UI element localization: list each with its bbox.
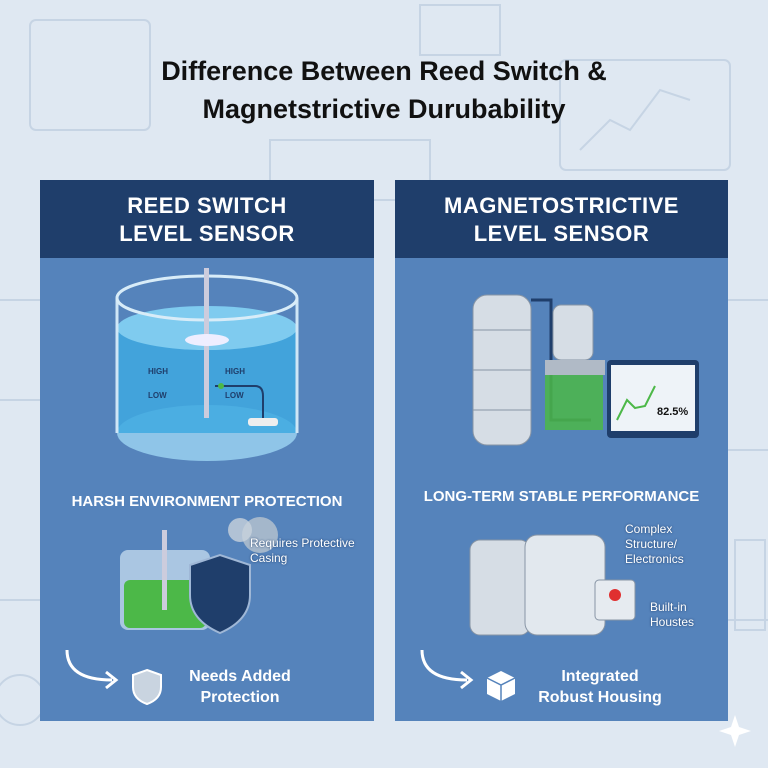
- complex-structure-callout: Complex Structure/ Electronics: [625, 522, 684, 566]
- curved-arrow-icon: [420, 649, 474, 690]
- integrated-housing-diagram: [469, 534, 636, 636]
- footer-line-1: Needs Added: [189, 668, 291, 685]
- low-label-left: LOW: [148, 391, 167, 400]
- reed-switch-header: REED SWITCH LEVEL SENSOR: [40, 180, 374, 258]
- page-title: Difference Between Reed Switch & Magnets…: [0, 52, 768, 128]
- industrial-tank-system-diagram: 82.5%: [472, 294, 699, 446]
- protective-casing-diagram: [120, 517, 278, 635]
- footer-text: Needs Added Protection: [180, 666, 300, 708]
- high-label-right: HIGH: [225, 367, 245, 376]
- footer-line-2: Protection: [200, 689, 280, 706]
- high-label-left: HIGH: [148, 367, 168, 376]
- header-line-2: LEVEL SENSOR: [119, 221, 295, 246]
- monitor-reading: 82.5%: [657, 406, 688, 418]
- magnetostrictive-panel: MAGNETOSTRICTIVE LEVEL SENSOR 82.5% LONG…: [395, 180, 728, 721]
- title-line-2: Magnetstrictive Durubability: [202, 94, 566, 124]
- shield-icon: [132, 668, 162, 706]
- low-label-right: LOW: [225, 391, 244, 400]
- curved-arrow-icon: [65, 649, 119, 690]
- header-line-1: MAGNETOSTRICTIVE: [444, 193, 679, 218]
- footer-line-1: Integrated: [561, 668, 639, 685]
- box-icon: [486, 671, 516, 701]
- footer-text: Integrated Robust Housing: [530, 666, 670, 708]
- header-line-2: LEVEL SENSOR: [473, 221, 650, 246]
- reed-switch-tank-diagram: HIGH LOW HIGH LOW: [115, 268, 299, 461]
- protective-casing-callout: Requires Protective Casing: [250, 536, 355, 565]
- footer-line-2: Robust Housing: [538, 689, 662, 706]
- sparkle-icon: [719, 715, 751, 747]
- title-line-1: Difference Between Reed Switch &: [161, 56, 607, 86]
- section-label: HARSH ENVIRONMENT PROTECTION: [71, 493, 343, 510]
- section-label: LONG-TERM STABLE PERFORMANCE: [423, 488, 700, 505]
- reed-switch-panel: REED SWITCH LEVEL SENSOR HIGH LOW HIGH L…: [40, 180, 374, 721]
- magnetostrictive-header: MAGNETOSTRICTIVE LEVEL SENSOR: [395, 180, 728, 258]
- built-in-housing-callout: Built-in Houstes: [650, 600, 695, 629]
- header-line-1: REED SWITCH: [127, 193, 287, 218]
